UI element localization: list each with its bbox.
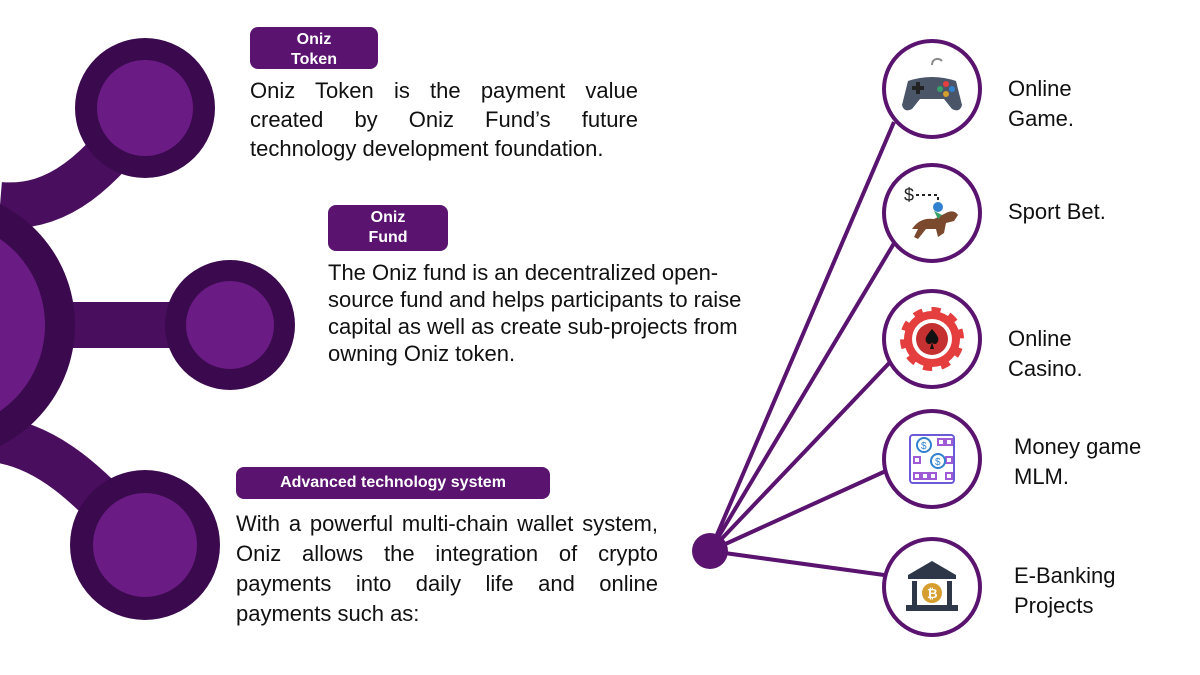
oniz-fund-pill-line2: Fund [368, 229, 408, 246]
sport-bet-label-line1: Sport Bet. [1008, 199, 1106, 224]
oniz-fund-pill: Oniz Fund [328, 205, 448, 251]
svg-text:$: $ [904, 185, 914, 205]
money-game-mlm-label: Money game MLM. [1014, 432, 1141, 492]
horse-racing-icon: $ [904, 185, 958, 239]
online-casino-label: Online Casino. [1008, 324, 1083, 384]
fan-line-mlm [709, 468, 889, 553]
online-game-label: Online Game. [1008, 74, 1074, 134]
money-game-mlm-label-line1: Money game [1014, 434, 1142, 459]
fan-hub-dot [692, 533, 728, 569]
e-banking-circle: ₿ [882, 537, 982, 637]
e-banking-label: E-Banking Projects [1014, 561, 1116, 621]
oniz-token-pill-line2: Token [291, 51, 337, 68]
money-game-mlm-circle: $ $ [882, 409, 982, 509]
money-grid-icon: $ $ [909, 434, 955, 484]
fan-line-casino [708, 356, 896, 553]
svg-text:$: $ [921, 441, 927, 452]
online-casino-label-line1: Online [1008, 326, 1072, 351]
crypto-bank-icon: ₿ [906, 561, 958, 611]
oniz-fund-pill-line1: Oniz [370, 209, 406, 226]
e-banking-label-line1: E-Banking [1014, 563, 1116, 588]
oniz-token-description: Oniz Token is the payment value created … [250, 78, 638, 161]
oniz-token-pill-line1: Oniz [296, 31, 332, 48]
online-casino-circle [882, 289, 982, 389]
fan-line-sport [708, 238, 898, 553]
fan-line-bank [709, 549, 885, 577]
gamepad-icon [902, 57, 962, 111]
online-game-label-line2: Game. [1008, 106, 1075, 131]
hub-inner [0, 238, 45, 412]
online-casino-label-line2: Casino. [1008, 356, 1083, 381]
svg-text:$: $ [935, 457, 941, 468]
node-middle-inner [186, 281, 274, 369]
online-game-circle [882, 39, 982, 139]
fan-line-game [708, 121, 896, 552]
e-banking-label-line2: Projects [1014, 593, 1094, 618]
node-top-inner [97, 60, 193, 156]
node-bottom-inner [93, 493, 197, 597]
sport-bet-circle: $ [882, 163, 982, 263]
oniz-token-pill: Oniz Token [250, 27, 378, 69]
oniz-fund-description: The Oniz fund is an decentralized open-s… [328, 260, 742, 366]
online-game-label-line1: Online [1008, 76, 1072, 101]
advanced-technology-pill: Advanced technology system [236, 467, 550, 499]
casino-chip-icon [896, 303, 968, 375]
advanced-technology-description: With a powerful multi-chain wallet syste… [236, 511, 658, 626]
svg-text:₿: ₿ [927, 586, 938, 601]
money-game-mlm-label-line2: MLM. [1014, 464, 1069, 489]
sport-bet-label: Sport Bet. [1008, 197, 1106, 227]
